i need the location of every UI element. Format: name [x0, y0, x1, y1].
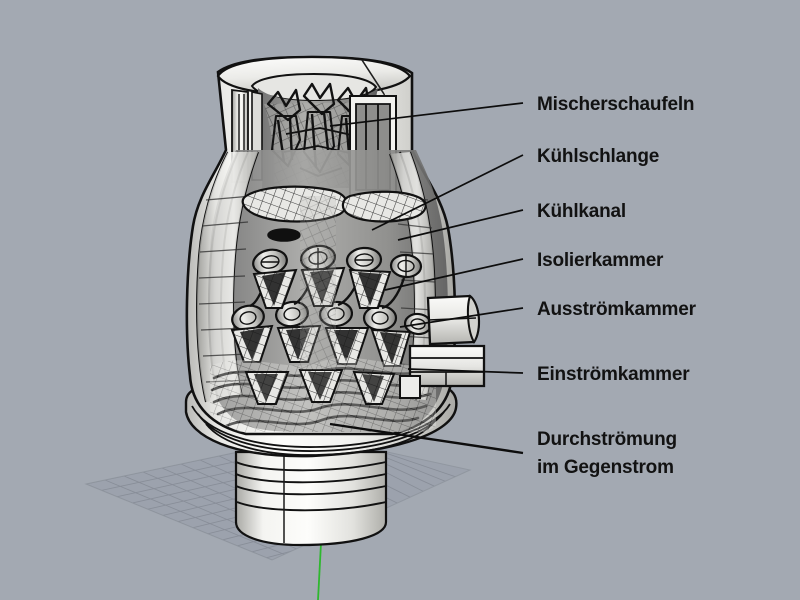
callout-label-einstroemkammer: Einströmkammer: [537, 364, 690, 385]
callout-label-isolierkammer: Isolierkammer: [537, 250, 664, 271]
leader-kuehlschlange: [371, 154, 524, 231]
callout-label-durchstroemung-line1: Durchströmung: [537, 429, 677, 450]
callout-label-durchstroemung-line2: im Gegenstrom: [537, 456, 674, 478]
callout-label-ausstroemkammer: Ausströmkammer: [537, 299, 696, 320]
leader-durchstroemung: [329, 422, 524, 455]
leader-isolierkammer: [384, 258, 524, 291]
leader-mischerschaufeln: [329, 102, 524, 127]
base-stack-cylinder: [234, 450, 388, 547]
callout-label-kuehlkanal: Kühlkanal: [537, 201, 626, 222]
leader-ausstroemkammer: [399, 307, 524, 328]
vessel-interior: [196, 150, 448, 432]
callout-leader-lines: [329, 102, 524, 455]
ausstroemkammer-round-port: [426, 294, 481, 346]
callout-label-durchstroemung: Durchströmung im Gegenstrom: [537, 426, 677, 481]
leader-einstroemkammer: [407, 368, 524, 374]
callout-label-mischerschaufeln: Mischerschaufeln: [537, 94, 695, 115]
leader-kuehlkanal: [397, 209, 524, 241]
callout-label-kuehlschlange: Kühlschlange: [537, 146, 660, 167]
